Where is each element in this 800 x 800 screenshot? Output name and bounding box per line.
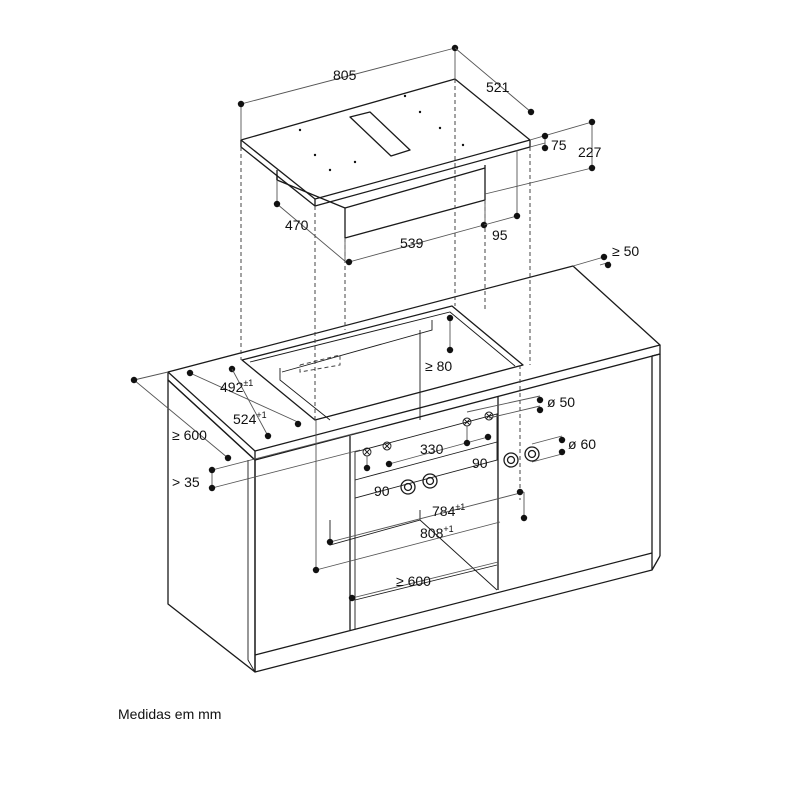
label-90-right: 90	[472, 455, 488, 471]
label-clearance-50: ≥ 50	[612, 243, 639, 259]
label-470: 470	[285, 217, 309, 233]
label-80: ≥ 80	[425, 358, 452, 374]
hob-unit	[240, 78, 531, 239]
label-90-left: 90	[374, 483, 390, 499]
dimension-lines	[130, 44, 612, 602]
label-dia-60: ø 60	[568, 436, 596, 452]
label-784: 784±1	[432, 502, 465, 519]
control-knobs	[362, 411, 540, 495]
worktop	[167, 265, 661, 461]
hob-markers	[298, 94, 465, 172]
label-539: 539	[400, 235, 424, 251]
label-35: > 35	[172, 474, 200, 490]
label-227: 227	[578, 144, 602, 160]
label-depth-600: ≥ 600	[172, 427, 207, 443]
label-dia-50: ø 50	[547, 394, 575, 410]
label-75: 75	[551, 137, 567, 153]
label-492: 492±1	[220, 378, 253, 395]
label-524: 524+1	[233, 410, 267, 427]
cabinet	[167, 353, 661, 673]
units-caption: Medidas em mm	[118, 706, 222, 722]
dimension-labels: 805 521 75 227 470 539 95 ≥ 50 492±1 524…	[172, 67, 639, 589]
label-521: 521	[486, 79, 510, 95]
label-95: 95	[492, 227, 508, 243]
label-808: 808+1	[420, 524, 454, 541]
label-width-600: ≥ 600	[396, 573, 431, 589]
label-330: 330	[420, 441, 444, 457]
label-805: 805	[333, 67, 357, 83]
